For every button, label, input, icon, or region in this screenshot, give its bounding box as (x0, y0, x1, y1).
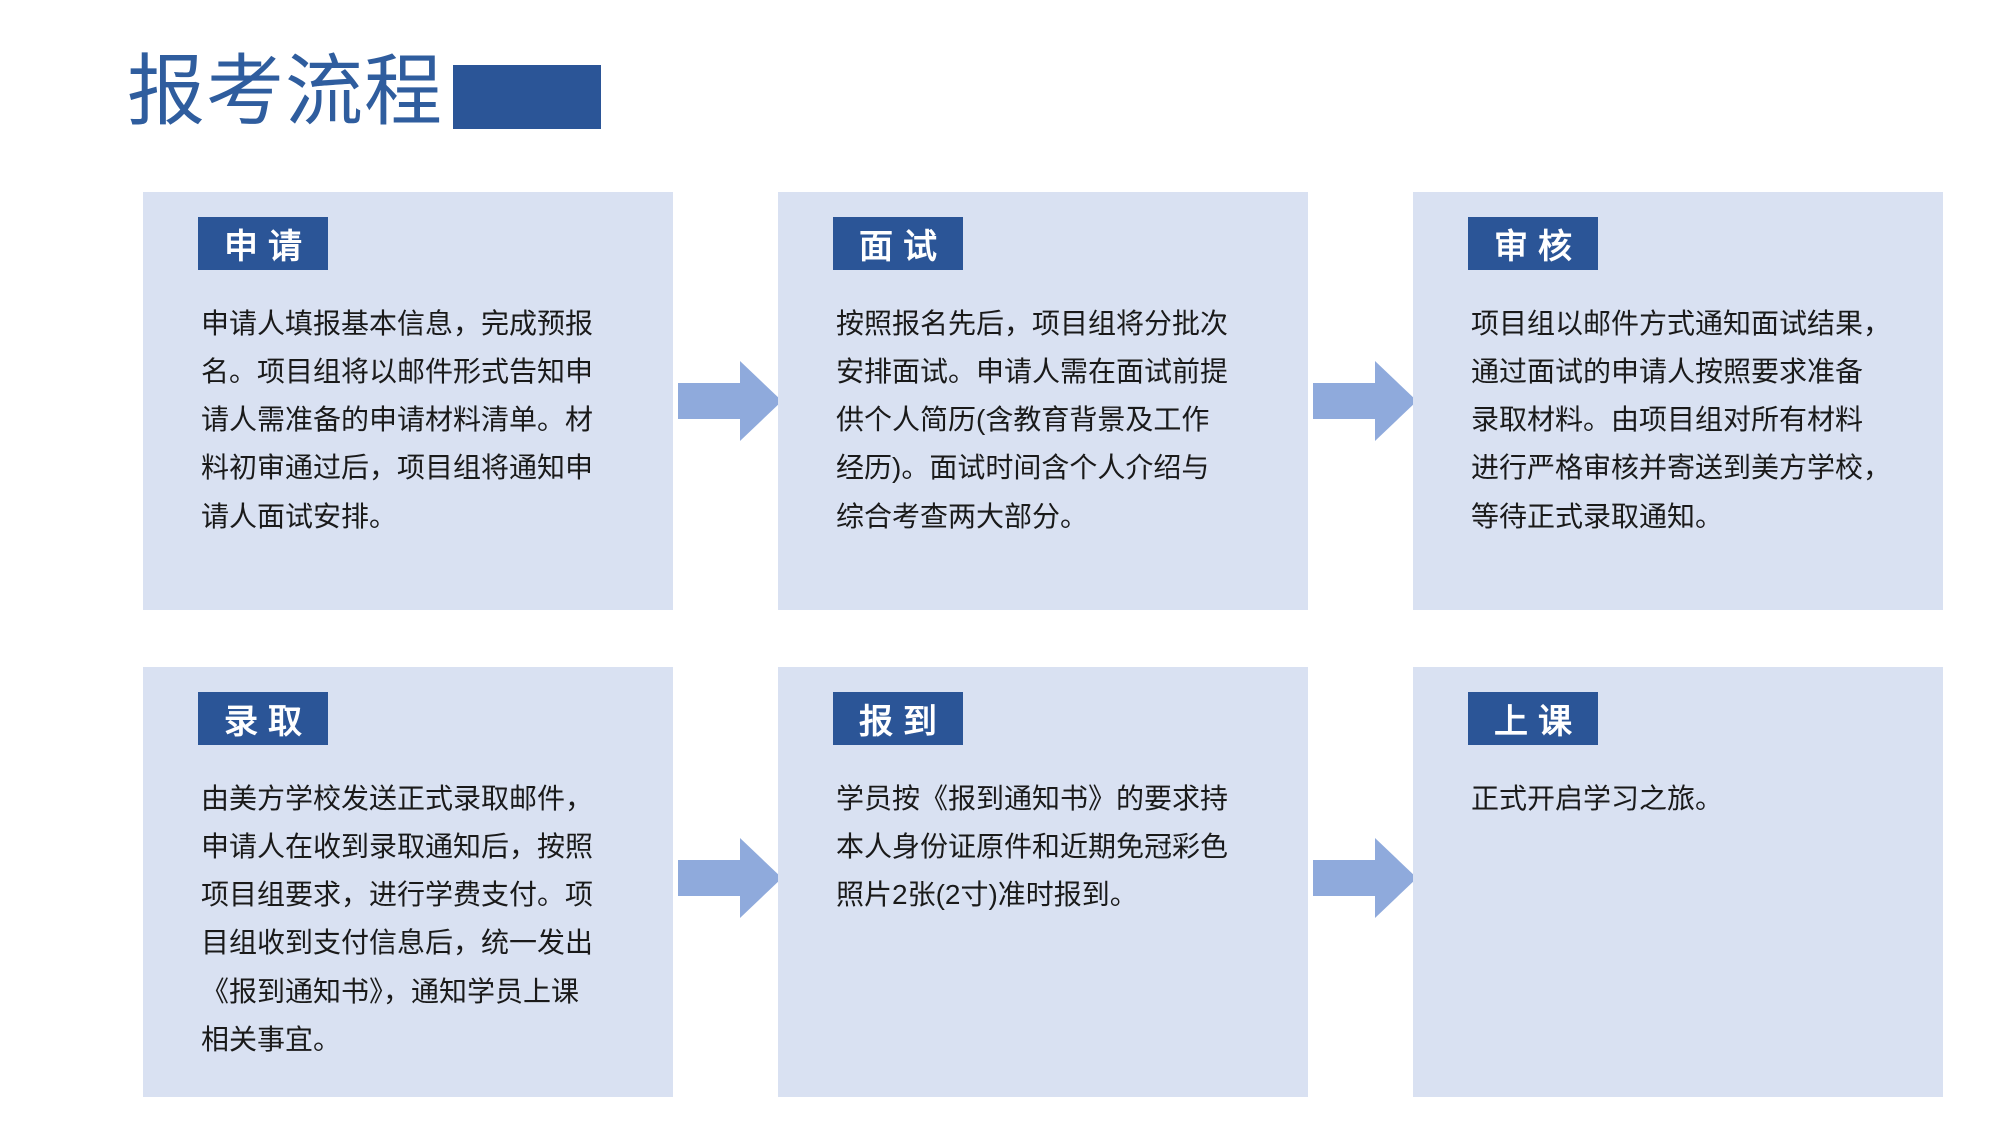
title-accent-block (453, 65, 602, 129)
arrow-shaft (1313, 860, 1379, 896)
process-card-interview-badge: 面试 (833, 217, 963, 270)
arrow-admission-registration (678, 838, 782, 918)
arrow-head-icon (740, 838, 782, 918)
page-title-text: 报考流程 (127, 47, 444, 135)
process-card-review-text: 项目组以邮件方式通知面试结果， 通过面试的申请人按照要求准备 录取材料。由项目组… (1471, 308, 1892, 532)
process-card-admission[interactable]: 录取 由美方学校发送正式录取邮件， 申请人在收到录取通知后，按照 项目组要求，进… (143, 667, 673, 1097)
process-card-apply-badge: 申请 (198, 217, 328, 270)
process-card-review[interactable]: 审核 项目组以邮件方式通知面试结果， 通过面试的申请人按照要求准备 录取材料。由… (1413, 192, 1943, 610)
process-card-registration-text: 学员按《报到通知书》的要求持 本人身份证原件和近期免冠彩色 照片2张(2寸)准时… (836, 783, 1229, 911)
arrow-registration-class (1313, 838, 1417, 918)
process-card-interview[interactable]: 面试 按照报名先后，项目组将分批次 安排面试。申请人需在面试前提 供个人简历(含… (778, 192, 1308, 610)
arrow-shaft (678, 383, 744, 419)
process-card-review-badge: 审核 (1468, 217, 1598, 270)
process-card-interview-text: 按照报名先后，项目组将分批次 安排面试。申请人需在面试前提 供个人简历(含教育背… (836, 308, 1229, 532)
page-title: 报考流程 (127, 47, 602, 135)
process-card-admission-text: 由美方学校发送正式录取邮件， 申请人在收到录取通知后，按照 项目组要求，进行学费… (201, 783, 594, 1055)
process-card-registration-badge: 报到 (833, 692, 963, 745)
arrow-shaft (678, 860, 744, 896)
arrow-interview-review (1313, 361, 1417, 441)
arrow-head-icon (740, 361, 782, 441)
arrow-head-icon (1375, 838, 1417, 918)
process-card-class-badge: 上课 (1468, 692, 1598, 745)
process-card-class[interactable]: 上课 正式开启学习之旅。 (1413, 667, 1943, 1097)
process-card-apply-text: 申请人填报基本信息，完成预报 名。项目组将以邮件形式告知申 请人需准备的申请材料… (201, 308, 594, 532)
process-card-class-text: 正式开启学习之旅。 (1471, 783, 1724, 814)
arrow-head-icon (1375, 361, 1417, 441)
arrow-apply-interview (678, 361, 782, 441)
arrow-shaft (1313, 383, 1379, 419)
process-card-admission-badge: 录取 (198, 692, 328, 745)
process-card-apply[interactable]: 申请 申请人填报基本信息，完成预报 名。项目组将以邮件形式告知申 请人需准备的申… (143, 192, 673, 610)
process-card-registration[interactable]: 报到 学员按《报到通知书》的要求持 本人身份证原件和近期免冠彩色 照片2张(2寸… (778, 667, 1308, 1097)
